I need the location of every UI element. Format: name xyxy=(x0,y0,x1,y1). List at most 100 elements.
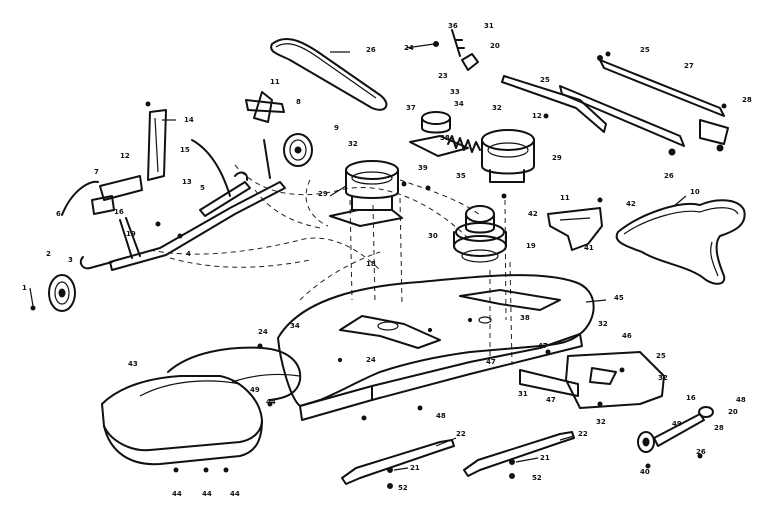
callout-16: 16 xyxy=(114,208,124,216)
callout-10: 10 xyxy=(690,188,700,196)
callout-4: 4 xyxy=(186,250,191,258)
callout-37: 37 xyxy=(406,104,416,112)
callout-28b: 28 xyxy=(714,424,724,432)
callout-12b: 12 xyxy=(532,112,542,120)
callout-25c: 25 xyxy=(656,352,666,360)
callout-47c: 47 xyxy=(546,396,556,404)
callout-44: 44 xyxy=(172,490,182,498)
callout-43: 43 xyxy=(128,360,138,368)
callout-11: 11 xyxy=(270,78,280,86)
callout-26b: 26 xyxy=(664,172,674,180)
callout-38b: 38 xyxy=(520,314,530,322)
callout-25b: 25 xyxy=(540,76,550,84)
callout-52: 52 xyxy=(398,484,408,492)
callout-6: 6 xyxy=(56,210,61,218)
callout-31: 31 xyxy=(484,22,494,30)
callout-16b: 16 xyxy=(686,394,696,402)
callout-31b: 31 xyxy=(518,390,528,398)
callout-21b: 21 xyxy=(540,454,550,462)
right-bracket xyxy=(547,207,603,251)
callout-52b: 52 xyxy=(532,474,542,482)
callout-19: 19 xyxy=(526,242,536,250)
mower-deck-housing xyxy=(277,274,595,421)
callout-32d: 32 xyxy=(658,374,668,382)
callout-46: 46 xyxy=(622,332,632,340)
callout-49: 49 xyxy=(672,420,682,428)
belt-path-phantom xyxy=(149,164,513,366)
callout-34b: 34 xyxy=(290,322,300,330)
callout-11b: 11 xyxy=(560,194,570,202)
drive-belt-upper xyxy=(270,37,388,111)
callout-45: 45 xyxy=(614,294,624,302)
blade-right xyxy=(463,431,575,477)
callout-7: 7 xyxy=(94,168,99,176)
hardware-fasteners xyxy=(30,41,727,489)
callout-44b: 44 xyxy=(202,490,212,498)
callout-2: 2 xyxy=(46,250,51,258)
callout-29: 29 xyxy=(318,190,328,198)
callout-5: 5 xyxy=(200,184,205,192)
rear-hanger-bars xyxy=(501,55,729,156)
idler-pulley-upper xyxy=(283,133,313,167)
callout-44c: 44 xyxy=(230,490,240,498)
callout-32e: 32 xyxy=(596,418,606,426)
callout-48b: 48 xyxy=(436,412,446,420)
callout-33: 33 xyxy=(450,88,460,96)
callout-35: 35 xyxy=(456,172,466,180)
spindle-pulley-right xyxy=(481,129,535,183)
callout-19b: 19 xyxy=(126,230,136,238)
callout-14: 14 xyxy=(184,116,194,124)
tension-spring xyxy=(447,29,481,153)
gauge-wheel-right xyxy=(637,406,714,453)
callout-29b: 29 xyxy=(552,154,562,162)
discharge-chute xyxy=(101,346,302,466)
callout-8: 8 xyxy=(296,98,301,106)
callout-26: 26 xyxy=(366,46,376,54)
callout-41: 41 xyxy=(584,244,594,252)
callout-3: 3 xyxy=(68,256,73,264)
callout-32b: 32 xyxy=(348,140,358,148)
callout-40: 40 xyxy=(640,468,650,476)
callout-25: 25 xyxy=(640,46,650,54)
drive-belt-right xyxy=(615,199,746,285)
callout-9: 9 xyxy=(334,124,339,132)
callout-22: 22 xyxy=(456,430,466,438)
spindle-pulley-left xyxy=(329,160,403,227)
center-spindle-pulley xyxy=(453,205,507,263)
callout-42: 42 xyxy=(528,210,538,218)
callout-32c: 32 xyxy=(598,320,608,328)
callout-34: 34 xyxy=(454,100,464,108)
callout-15: 15 xyxy=(180,146,190,154)
callout-20: 20 xyxy=(490,42,500,50)
callout-47: 47 xyxy=(486,358,496,366)
callout-27: 27 xyxy=(684,62,694,70)
callout-48: 48 xyxy=(736,396,746,404)
callout-42b: 42 xyxy=(626,200,636,208)
callout-1: 1 xyxy=(22,284,27,292)
blade-left xyxy=(341,439,455,485)
callout-18: 18 xyxy=(366,260,376,268)
callout-39: 39 xyxy=(418,164,428,172)
idler-pulley-center xyxy=(409,111,469,157)
callout-20b: 20 xyxy=(728,408,738,416)
callout-49b: 49 xyxy=(250,386,260,394)
callout-23: 23 xyxy=(438,72,448,80)
right-side-plate xyxy=(519,351,665,409)
callout-32: 32 xyxy=(492,104,502,112)
callout-30: 30 xyxy=(428,232,438,240)
callout-labels: 1 2 3 4 5 6 7 8 9 10 11 12 13 14 15 16 1… xyxy=(22,22,752,498)
callout-47b: 47 xyxy=(538,342,548,350)
callout-36: 36 xyxy=(448,22,458,30)
callout-24b: 24 xyxy=(258,328,268,336)
leader-lines xyxy=(29,43,687,471)
callout-21: 21 xyxy=(410,464,420,472)
callout-24c: 24 xyxy=(366,356,376,364)
callout-12: 12 xyxy=(120,152,130,160)
lift-linkage-assembly xyxy=(61,91,286,271)
callout-44d: 44 xyxy=(266,398,276,406)
callout-38: 38 xyxy=(440,134,450,142)
callout-28: 28 xyxy=(742,96,752,104)
callout-26c: 26 xyxy=(696,448,706,456)
callout-13: 13 xyxy=(182,178,192,186)
